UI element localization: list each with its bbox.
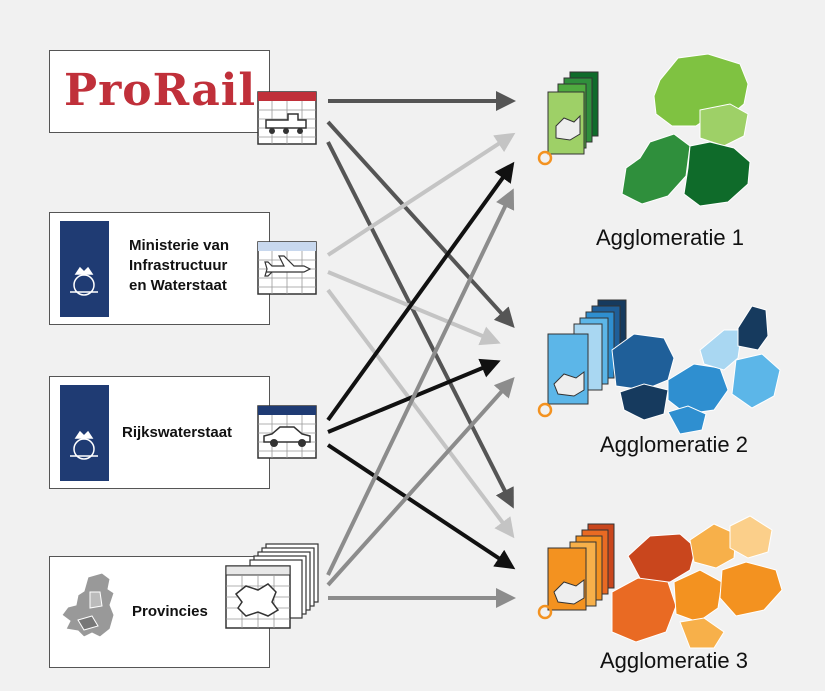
prorail-logo: ProRail <box>64 65 257 116</box>
table-car-icon <box>257 405 317 459</box>
agglomeration-2-map <box>611 305 781 435</box>
source-label-ministerie-3: en Waterstaat <box>129 277 227 294</box>
crown-emblem-icon <box>70 266 98 296</box>
stacked-layers-icon <box>547 71 599 155</box>
agglomeration-1-graphic <box>537 53 751 207</box>
arrow-rws-agg1 <box>326 161 515 422</box>
arrow-ministerie-agg2 <box>327 270 501 346</box>
source-box-rijkswaterstaat: Rijkswaterstaat <box>49 376 270 489</box>
arrow-prov-agg1 <box>326 188 515 576</box>
arrow-ministerie-agg3 <box>326 288 515 539</box>
crown-emblem-icon <box>70 430 98 460</box>
arrow-prorail-agg2 <box>326 120 515 328</box>
agglomeration-label-3: Agglomeratie 3 <box>600 648 748 673</box>
source-label-ministerie-2: Infrastructuur <box>129 257 228 274</box>
table-airplane-icon <box>257 241 317 295</box>
source-label-rijkswaterstaat: Rijkswaterstaat <box>122 424 233 441</box>
refresh-icon <box>537 402 553 418</box>
arrows <box>326 91 516 608</box>
arrow-rws-agg3 <box>326 443 516 570</box>
source-box-prorail: ProRail <box>49 50 270 133</box>
agglomeration-label-1: Agglomeratie 1 <box>596 225 744 250</box>
arrow-prorail-agg3 <box>326 141 514 509</box>
source-box-ministerie: Ministerie van Infrastructuur en Waterst… <box>49 212 270 325</box>
agglomeration-label-2: Agglomeratie 2 <box>600 432 748 457</box>
agglomeration-2-graphic <box>537 299 781 435</box>
arrow-prov-agg2 <box>326 377 515 587</box>
arrow-ministerie-agg1 <box>326 132 516 257</box>
agglomeration-3-map <box>611 515 783 649</box>
stacked-layers-icon <box>547 299 627 405</box>
stacked-layers-icon <box>547 523 615 611</box>
netherlands-map-icon <box>61 572 115 638</box>
refresh-icon <box>537 150 553 166</box>
source-label-ministerie-1: Ministerie van <box>129 237 230 254</box>
table-train-icon <box>257 91 317 145</box>
agglomeration-3-graphic <box>537 515 783 649</box>
government-flag <box>60 221 109 317</box>
government-flag <box>60 385 109 481</box>
agglomeration-1-map <box>621 53 751 207</box>
source-label-provincies: Provincies <box>132 603 208 620</box>
refresh-icon <box>537 604 553 620</box>
stacked-tables-province-icon <box>225 543 319 629</box>
